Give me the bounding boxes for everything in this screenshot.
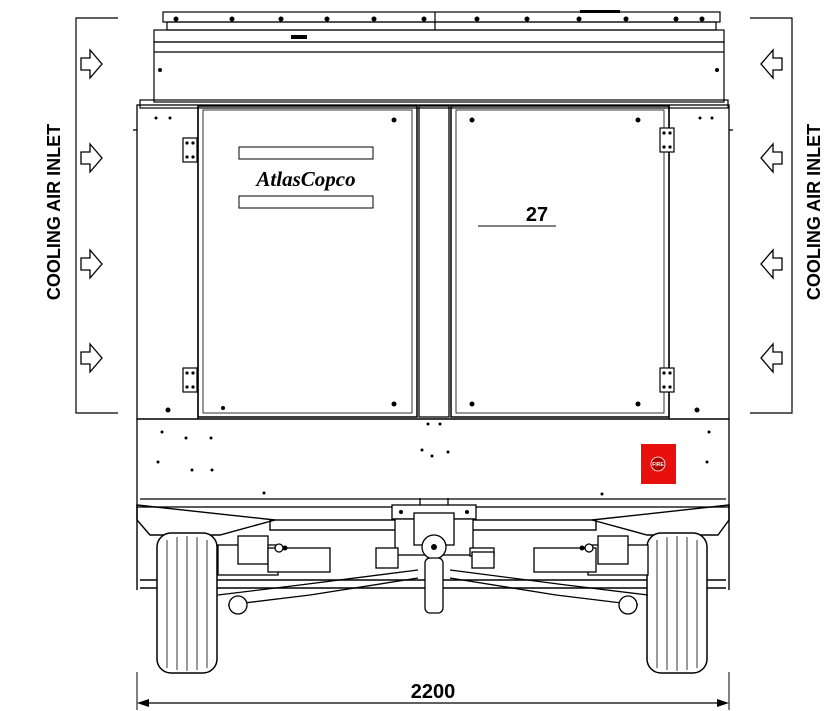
fire-sign-label: FIRE	[652, 462, 664, 468]
center-post	[418, 105, 450, 418]
inlet-arrow-icon	[760, 48, 783, 80]
inlet-arrow-icon	[760, 342, 783, 374]
logo-wordmark: AtlasCopco	[254, 167, 355, 191]
lower-panel-dots	[156, 422, 711, 496]
part-number-callout: 27	[478, 204, 556, 227]
axle-assembly	[217, 535, 649, 615]
drawbar-hitch	[375, 498, 495, 614]
inlet-arrow-icon	[80, 48, 103, 80]
hitch-details	[282, 510, 585, 551]
inlet-arrow-icon	[80, 142, 103, 174]
roof-frame	[139, 11, 729, 109]
right-door	[450, 105, 670, 418]
width-value: 2200	[411, 681, 456, 703]
right-inlet-label: COOLING AIR INLET	[804, 124, 824, 300]
left-inlet-label: COOLING AIR INLET	[44, 124, 64, 300]
right-wheel	[646, 532, 708, 674]
hinge-bolts	[154, 116, 714, 413]
inlet-arrow-icon	[80, 248, 103, 280]
lower-panel	[136, 418, 730, 508]
right-cooling-air-inlet: COOLING AIR INLET	[750, 17, 824, 414]
left-cooling-air-inlet: COOLING AIR INLET	[44, 17, 118, 414]
atlas-copco-logo: AtlasCopco	[238, 146, 374, 209]
left-wheel	[156, 532, 218, 674]
inlet-arrow-icon	[760, 248, 783, 280]
width-dimension: 2200	[136, 672, 730, 710]
canopy-body	[133, 104, 733, 420]
roof-bolts	[158, 10, 719, 72]
inlet-arrow-icon	[760, 142, 783, 174]
inlet-arrow-icon	[80, 342, 103, 374]
left-door	[197, 105, 418, 418]
part-number: 27	[526, 204, 548, 226]
fire-extinguisher-sign: FIRE	[641, 444, 676, 484]
